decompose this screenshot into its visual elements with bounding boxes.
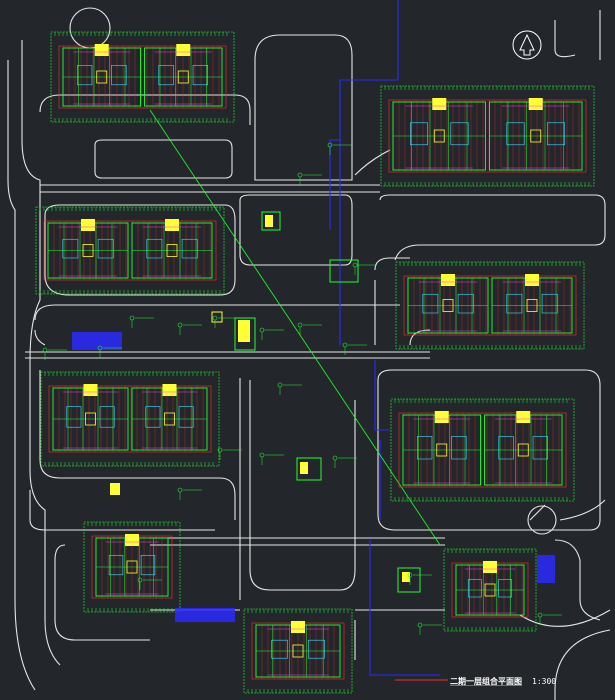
annotation-mark [217, 447, 242, 460]
building-block [35, 206, 225, 295]
annotation-mark [129, 315, 154, 328]
drawing-title-block: 二期一层组合平面图 1:300 [450, 676, 556, 687]
building-block [243, 608, 353, 694]
utility-box-3 [296, 457, 322, 481]
utility-box-5 [397, 567, 421, 593]
annotation-mark [137, 577, 162, 590]
annotation-mark [407, 572, 432, 585]
drawing-title: 二期一层组合平面图 [450, 677, 522, 686]
annotation-mark [417, 622, 442, 635]
utility-box-1 [261, 211, 281, 231]
annotation-mark [327, 142, 352, 155]
utility-box-7 [211, 311, 223, 323]
parking-lot-3 [537, 555, 555, 583]
parking-lots [72, 332, 555, 622]
road-network [7, 7, 611, 700]
site-boundary [329, 0, 440, 676]
annotation-mark [42, 347, 67, 360]
building-block [380, 85, 595, 187]
building-block [443, 548, 537, 632]
annotation-mark [259, 327, 284, 340]
north-arrow-icon [512, 30, 542, 60]
building-block [50, 31, 235, 123]
utility-box-6 [329, 259, 359, 283]
utility-box-2-fill [238, 320, 250, 342]
annotation-mark [97, 345, 122, 358]
diagonal-guide-line [149, 109, 441, 546]
utility-structures [110, 211, 421, 593]
annotation-mark [297, 172, 322, 185]
building-block [83, 521, 181, 613]
annotation-mark [177, 322, 202, 335]
utility-box-4 [110, 483, 120, 495]
building-block [395, 261, 585, 350]
parking-lot-1 [72, 332, 122, 350]
annotation-mark [212, 315, 237, 328]
drawing-scale: 1:300 [532, 677, 557, 686]
annotation-mark [332, 455, 357, 468]
annotation-mark [259, 452, 284, 465]
building-block [40, 371, 220, 467]
annotation-mark [277, 382, 302, 395]
utility-box-1-fill [265, 215, 273, 227]
annotation-mark [537, 612, 562, 625]
parking-lot-2 [175, 608, 235, 622]
annotation-mark [352, 262, 377, 275]
utility-box-3-fill [300, 462, 308, 474]
annotation-mark [297, 322, 322, 335]
annotation-marks [42, 142, 562, 635]
utility-box-2 [234, 317, 256, 351]
annotation-mark [177, 487, 202, 500]
building-block [390, 398, 575, 502]
utility-box-5-fill [402, 572, 410, 582]
annotation-mark [342, 342, 367, 355]
building-blocks [35, 31, 595, 694]
